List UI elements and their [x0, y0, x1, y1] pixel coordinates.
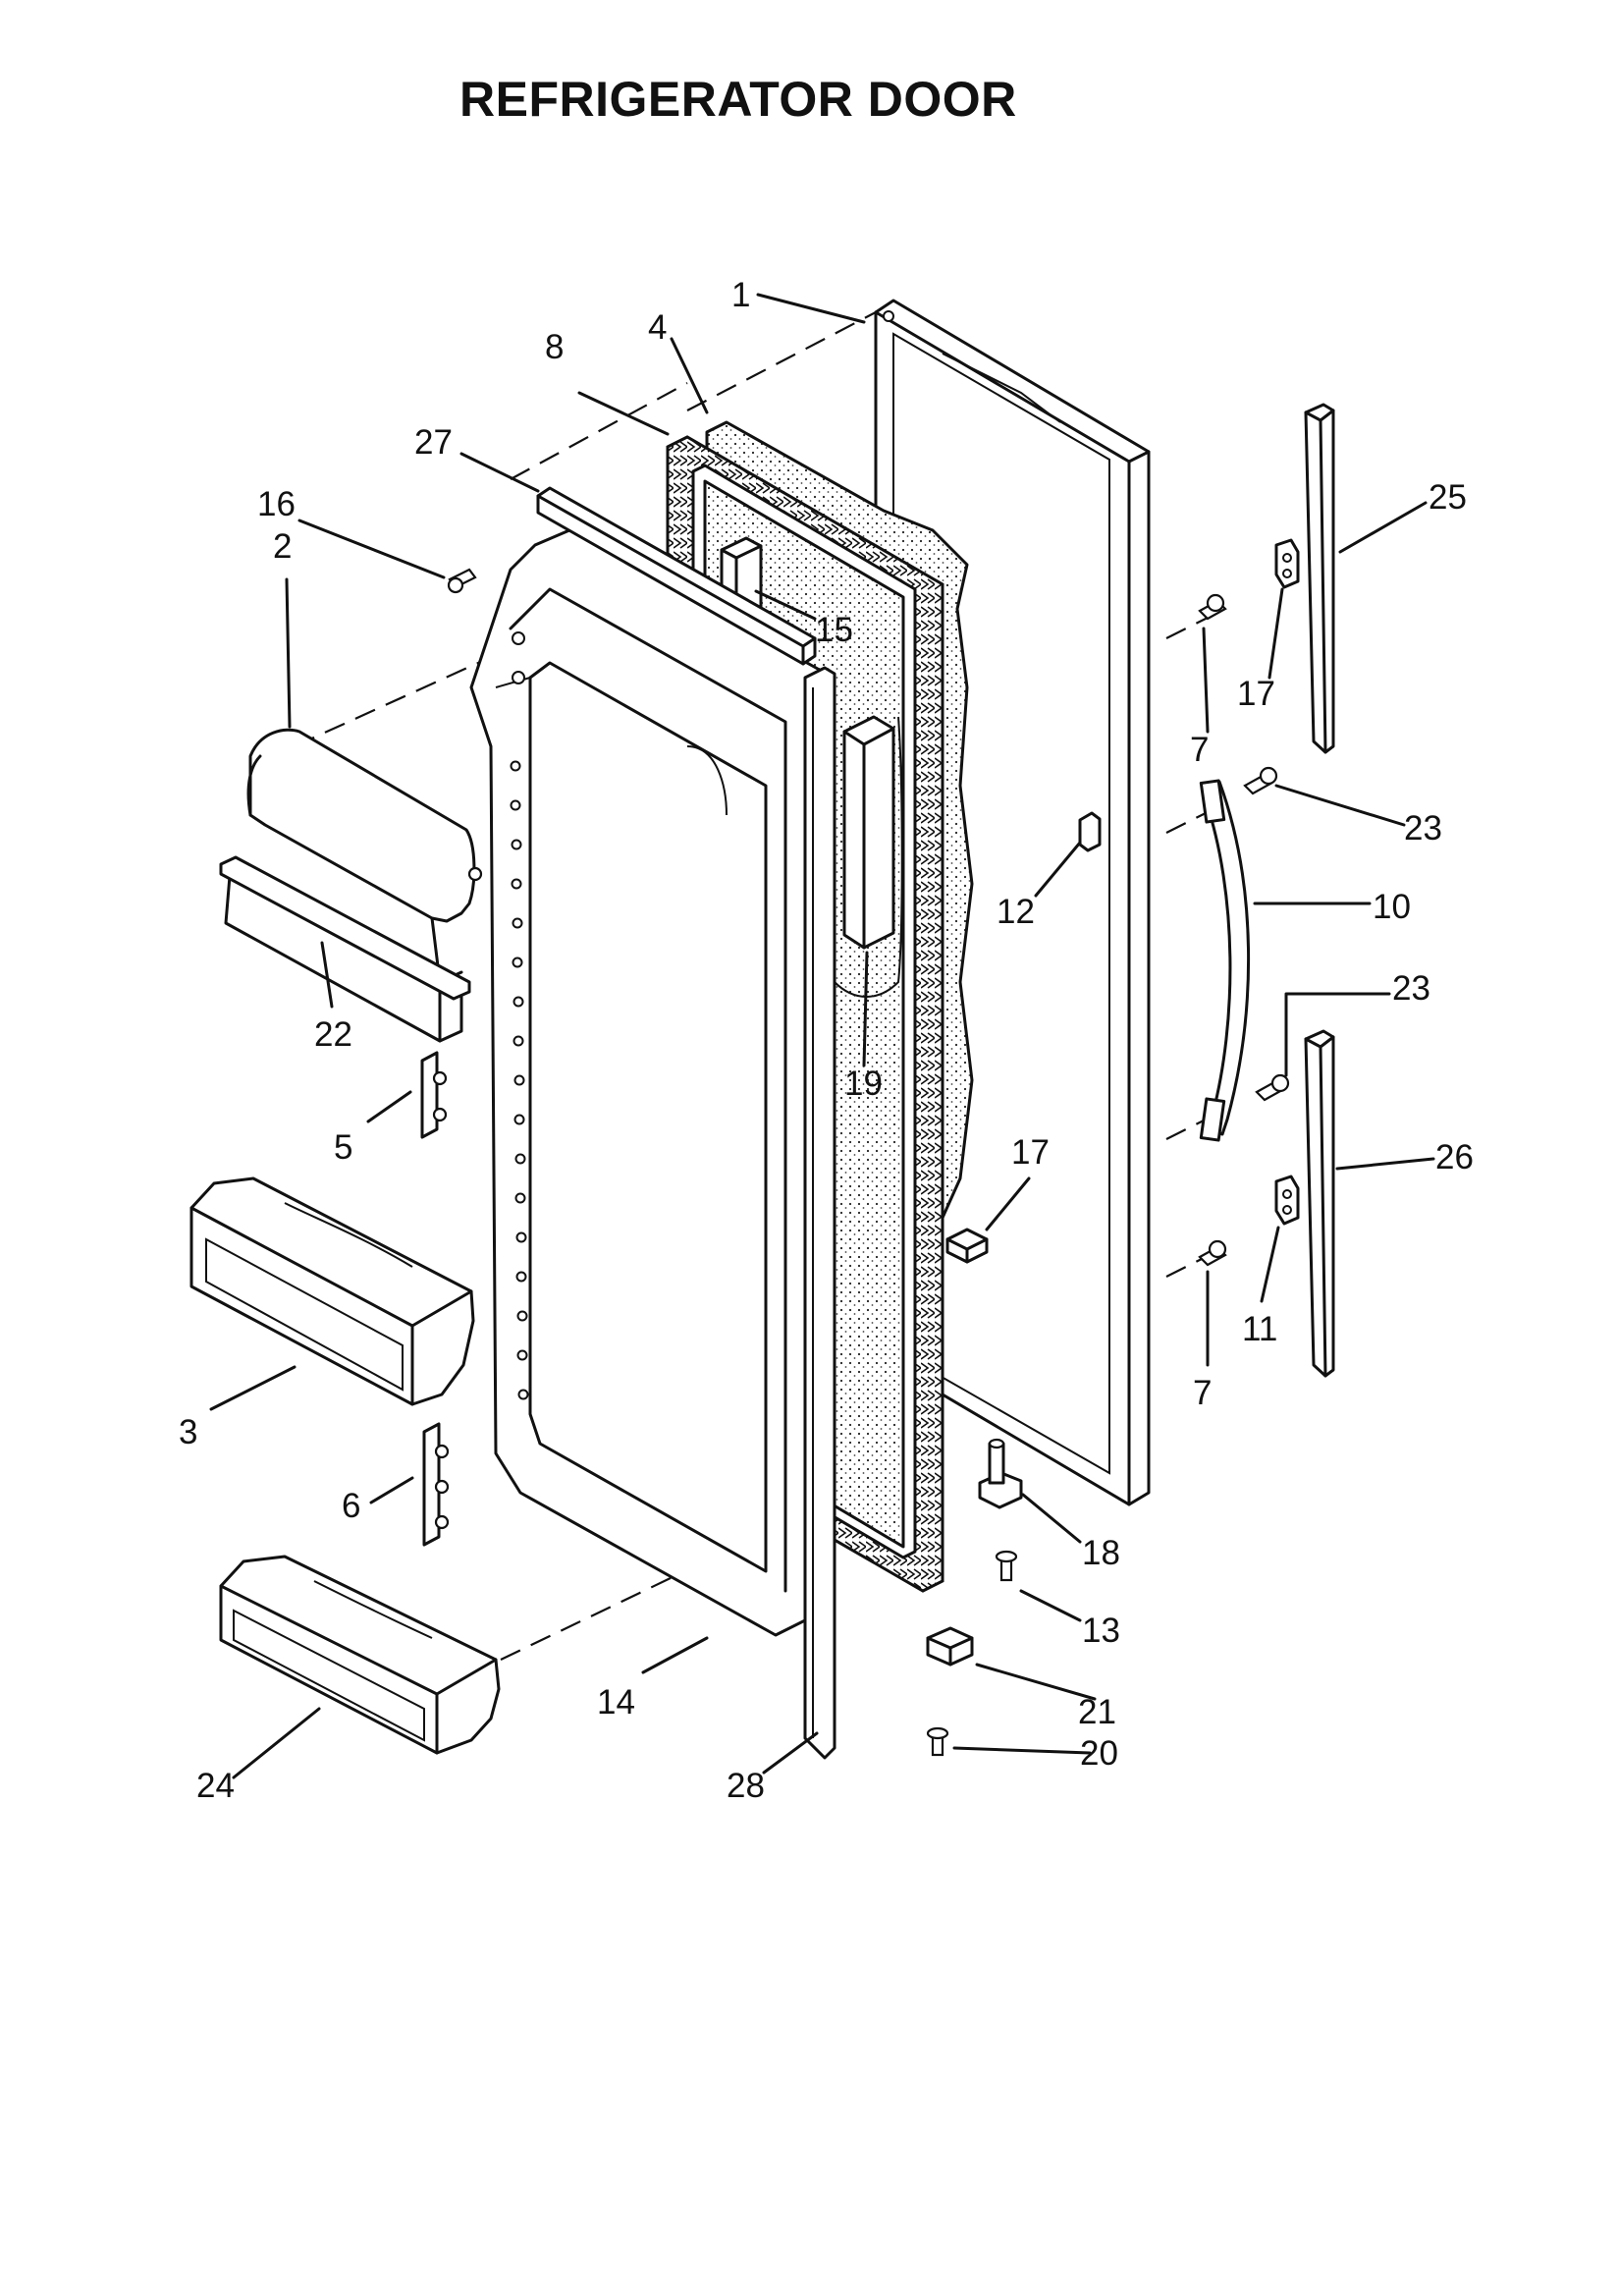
screw-16	[447, 568, 477, 594]
bracket-5	[420, 1051, 448, 1139]
callout-17-upper: 17	[1237, 675, 1275, 713]
screw-20	[926, 1726, 949, 1757]
callout-12: 12	[997, 893, 1035, 931]
screw-7-lower	[1198, 1239, 1227, 1267]
hinge-18	[978, 1438, 1023, 1509]
callout-1: 1	[731, 276, 750, 314]
callout-13: 13	[1082, 1612, 1120, 1650]
callout-18: 18	[1082, 1534, 1120, 1572]
liner-shelf-holes	[510, 760, 529, 1400]
callout-4: 4	[648, 308, 667, 347]
bracket-6	[422, 1422, 450, 1547]
side-trim-25	[1304, 403, 1335, 754]
callout-28: 28	[727, 1767, 765, 1805]
side-strip-28	[803, 666, 836, 1760]
door-bin-24	[219, 1555, 501, 1755]
page-title: REFRIGERATOR DOOR	[459, 72, 1017, 127]
callout-25: 25	[1429, 478, 1467, 517]
callout-17-lower: 17	[1011, 1133, 1050, 1172]
callout-labels: 1 4 8 27 16 2 15 25 17 7 23 12 10 22 19 …	[179, 276, 1474, 1805]
clip-11	[1274, 1175, 1300, 1226]
screw-23-lower	[1255, 1073, 1290, 1102]
callout-8: 8	[545, 328, 564, 366]
screw-23-upper	[1243, 766, 1278, 795]
callout-19: 19	[844, 1065, 883, 1103]
callout-10: 10	[1373, 888, 1411, 926]
screw-7-upper	[1198, 593, 1227, 621]
clip-17-upper	[1274, 538, 1300, 589]
alignment-lines	[294, 311, 1211, 1661]
leader-arrows	[209, 293, 1435, 1779]
callout-16: 16	[257, 485, 296, 523]
callout-7-upper: 7	[1190, 731, 1209, 769]
door-liner	[469, 528, 827, 1637]
top-trim-27	[536, 486, 817, 666]
callout-6: 6	[342, 1487, 360, 1525]
callout-21: 21	[1078, 1693, 1116, 1731]
callout-7-lower: 7	[1193, 1374, 1212, 1412]
side-trim-26	[1304, 1029, 1335, 1378]
callout-2: 2	[273, 527, 292, 566]
callout-23-upper: 23	[1404, 809, 1442, 847]
callout-24: 24	[196, 1767, 235, 1805]
callout-3: 3	[179, 1413, 197, 1451]
callout-27: 27	[414, 423, 453, 462]
callout-26: 26	[1435, 1138, 1474, 1176]
clip-17-lower	[945, 1228, 989, 1264]
callout-5: 5	[334, 1128, 352, 1167]
door-handle-10	[1199, 779, 1251, 1142]
bracket-21	[926, 1626, 974, 1667]
callout-22: 22	[314, 1015, 352, 1054]
dairy-trim-22	[219, 855, 471, 1001]
clip-12	[1078, 811, 1102, 852]
callout-15: 15	[815, 611, 853, 649]
door-bin-3	[189, 1176, 475, 1406]
callout-23-lower: 23	[1392, 969, 1430, 1008]
screw-13	[995, 1550, 1018, 1582]
callout-11: 11	[1242, 1310, 1277, 1348]
callout-20: 20	[1080, 1734, 1118, 1773]
callout-14: 14	[597, 1683, 635, 1722]
